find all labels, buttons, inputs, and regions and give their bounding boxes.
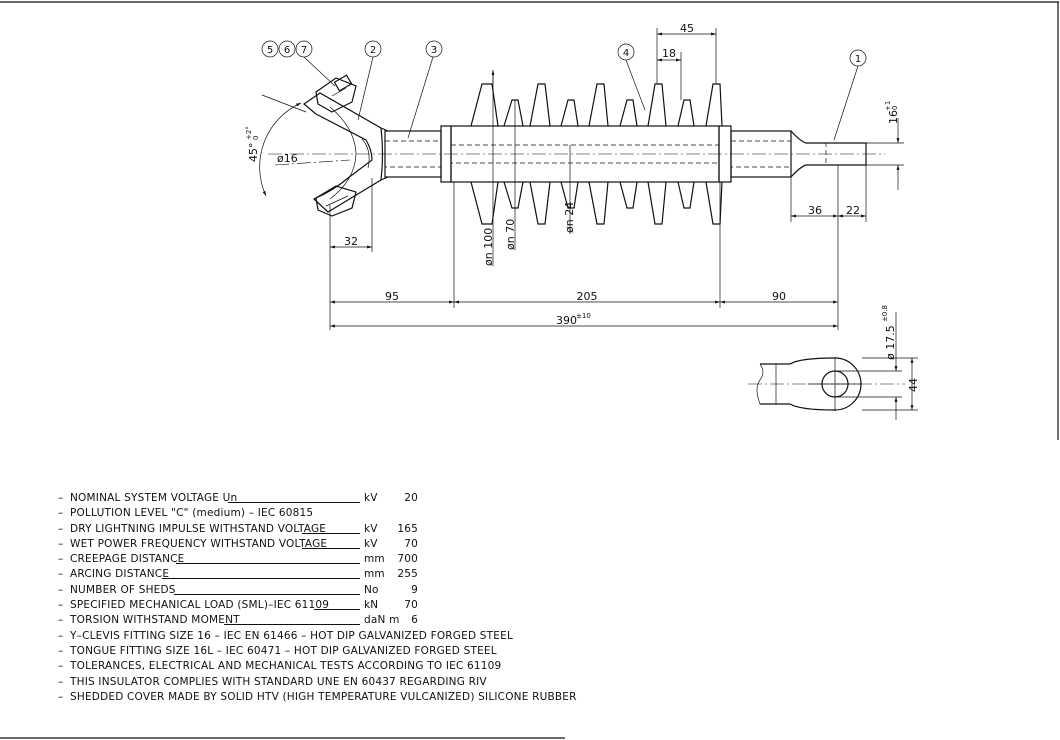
rod-crimp-left: [384, 125, 452, 183]
spec-row: –DRY LIGHTNING IMPULSE WITHSTAND VOLTAGE…: [58, 522, 578, 537]
tongue-detail-view: [748, 357, 905, 411]
svg-text:0: 0: [252, 136, 260, 140]
spec-row: –NOMINAL SYSTEM VOLTAGE Un kV 20: [58, 491, 578, 506]
spec-value: 9: [411, 583, 418, 596]
spec-value: 70: [404, 599, 418, 612]
spec-row: –Y–CLEVIS FITTING SIZE 16 – IEC EN 61466…: [58, 629, 513, 642]
spec-row: –NUMBER OF SHEDS No 9: [58, 583, 578, 598]
svg-text:5: 5: [267, 45, 273, 56]
tongue-fitting-right: [718, 125, 867, 183]
dim-core-24: øn 24: [563, 202, 576, 233]
spec-label: NUMBER OF SHEDS: [70, 583, 176, 596]
dim-44: 44: [907, 378, 920, 392]
svg-text:1: 1: [855, 54, 861, 65]
balloon-7: 7: [295, 40, 313, 58]
spec-unit: mm: [364, 553, 385, 566]
dim-45: 45: [680, 22, 694, 35]
dimension-lines: 45 18 16 +1 0 45° +2° 0 ø16 32 øn 100: [245, 22, 920, 420]
spec-row: –WET POWER FREQUENCY WITHSTAND VOLTAGE k…: [58, 537, 578, 552]
svg-text:0: 0: [891, 106, 899, 110]
part-balloons: 1 2 3 4 5 6 7: [261, 40, 867, 141]
spec-row: –TOLERANCES, ELECTRICAL AND MECHANICAL T…: [58, 660, 502, 673]
dim-90: 90: [772, 290, 786, 303]
spec-row: –ARCING DISTANCE mm 255: [58, 567, 578, 582]
spec-unit: No: [364, 583, 379, 596]
dim-pin: ø16: [277, 152, 298, 165]
spec-label: TONGUE FITTING SIZE 16L – IEC 60471 – HO…: [70, 644, 497, 657]
spec-unit: mm: [364, 568, 385, 581]
spec-row: –SPECIFIED MECHANICAL LOAD (SML)–IEC 611…: [58, 598, 578, 613]
dim-95: 95: [385, 290, 399, 303]
spec-row: –CREEPAGE DISTANCE mm 700: [58, 552, 578, 567]
dim-32: 32: [344, 235, 358, 248]
spec-value: 6: [411, 614, 418, 627]
spec-row: –TORSION WITHSTAND MOMENT daN m 6: [58, 613, 578, 628]
balloon-4: 4: [617, 43, 635, 61]
spec-row: –TONGUE FITTING SIZE 16L – IEC 60471 – H…: [58, 644, 497, 657]
spec-row: –SHEDDED COVER MADE BY SOLID HTV (HIGH T…: [58, 690, 577, 703]
spec-value: 20: [404, 492, 418, 504]
svg-text:7: 7: [301, 45, 307, 56]
spec-unit: daN m: [364, 614, 400, 627]
spec-label: DRY LIGHTNING IMPULSE WITHSTAND VOLTAGE: [70, 522, 327, 535]
dim-shed-100: øn 100: [482, 228, 495, 266]
dim-hole: ø 17.5: [884, 325, 897, 360]
spec-unit: kV: [364, 522, 378, 535]
spec-label: WET POWER FREQUENCY WITHSTAND VOLTAGE: [70, 537, 328, 550]
spec-label: THIS INSULATOR COMPLIES WITH STANDARD UN…: [70, 675, 487, 688]
svg-text:±0.8: ±0.8: [881, 305, 889, 322]
svg-text:+1: +1: [884, 101, 892, 111]
silicone-housing-sheds: [450, 83, 723, 225]
dim-18: 18: [662, 47, 676, 60]
dim-22: 22: [846, 204, 860, 217]
svg-text:6: 6: [284, 45, 290, 56]
dim-16-shank: 16: [887, 110, 900, 124]
spec-label: TORSION WITHSTAND MOMENT: [70, 614, 240, 627]
spec-label: ARCING DISTANCE: [70, 568, 170, 581]
balloon-6: 6: [278, 40, 296, 58]
balloon-1: 1: [849, 49, 867, 67]
svg-text:3: 3: [431, 45, 437, 56]
spec-value: 700: [397, 553, 418, 566]
dim-angle: 45°: [247, 143, 260, 163]
svg-text:+2°: +2°: [245, 126, 253, 140]
spec-label: TOLERANCES, ELECTRICAL AND MECHANICAL TE…: [70, 660, 502, 673]
spec-row: –POLLUTION LEVEL "C" (medium) – IEC 6081…: [58, 507, 314, 520]
spec-label: Y–CLEVIS FITTING SIZE 16 – IEC EN 61466 …: [70, 629, 513, 642]
spec-unit: kV: [364, 537, 378, 550]
spec-label: CREEPAGE DISTANCE: [70, 553, 185, 566]
balloon-5: 5: [261, 40, 279, 58]
spec-unit: kN: [364, 599, 379, 612]
balloon-3: 3: [425, 40, 443, 58]
specifications-list: –NOMINAL SYSTEM VOLTAGE Un kV 20 –POLLUT…: [58, 491, 578, 705]
svg-text:±10: ±10: [576, 312, 591, 320]
spec-value: 255: [397, 568, 418, 581]
svg-text:2: 2: [370, 45, 376, 56]
dim-36: 36: [808, 204, 822, 217]
spec-row: –THIS INSULATOR COMPLIES WITH STANDARD U…: [58, 675, 487, 688]
y-clevis-fitting: [274, 74, 389, 217]
spec-label: NOMINAL SYSTEM VOLTAGE Un: [70, 492, 238, 504]
spec-value: 165: [397, 522, 418, 535]
spec-label: POLLUTION LEVEL "C" (medium) – IEC 60815: [70, 507, 314, 520]
dim-390: 390: [556, 314, 577, 327]
spec-label: SHEDDED COVER MADE BY SOLID HTV (HIGH TE…: [70, 690, 577, 703]
balloon-2: 2: [364, 40, 382, 58]
spec-unit: kV: [364, 492, 378, 504]
dim-shed-70: øn 70: [504, 219, 517, 250]
spec-value: 70: [404, 537, 418, 550]
dim-205: 205: [577, 290, 598, 303]
spec-label: SPECIFIED MECHANICAL LOAD (SML)–IEC 6110…: [70, 599, 330, 612]
svg-text:4: 4: [623, 48, 629, 59]
